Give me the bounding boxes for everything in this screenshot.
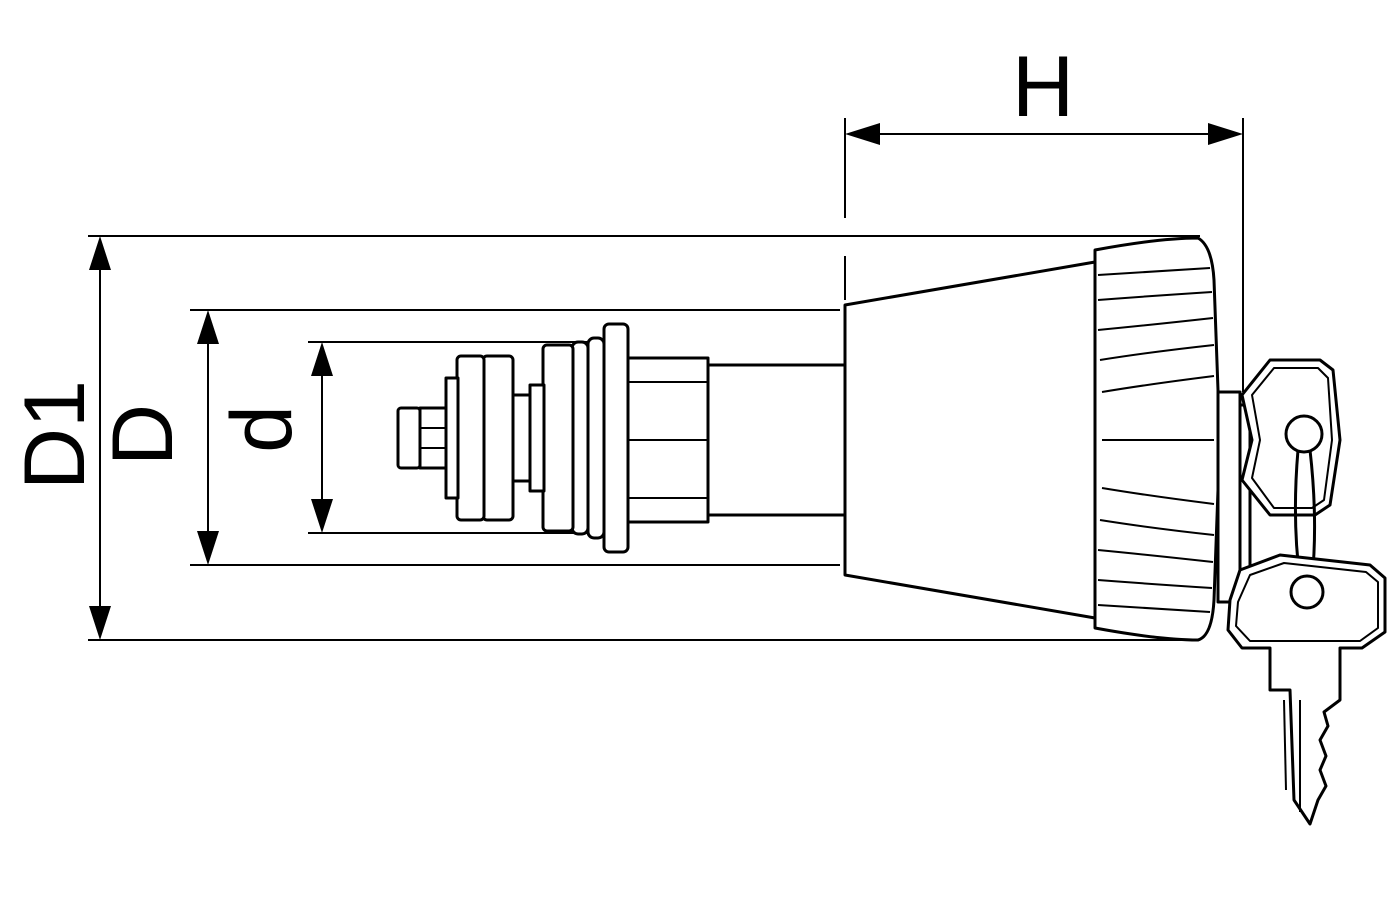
key-upper: [1240, 358, 1342, 517]
dimension-line-D1: [89, 236, 111, 640]
dimension-line-H: [845, 123, 1243, 145]
key-lower: [1226, 553, 1387, 826]
dimension-label-H: H: [1012, 39, 1075, 135]
extension-lines: [88, 118, 1244, 641]
dimension-label-D1: D1: [6, 380, 103, 490]
dimension-line-D: [197, 310, 219, 565]
dimension-label-d: d: [213, 405, 310, 453]
dimension-label-D: D: [95, 403, 192, 467]
dimension-line-d: [311, 342, 333, 533]
connector-body: [396, 236, 1252, 642]
